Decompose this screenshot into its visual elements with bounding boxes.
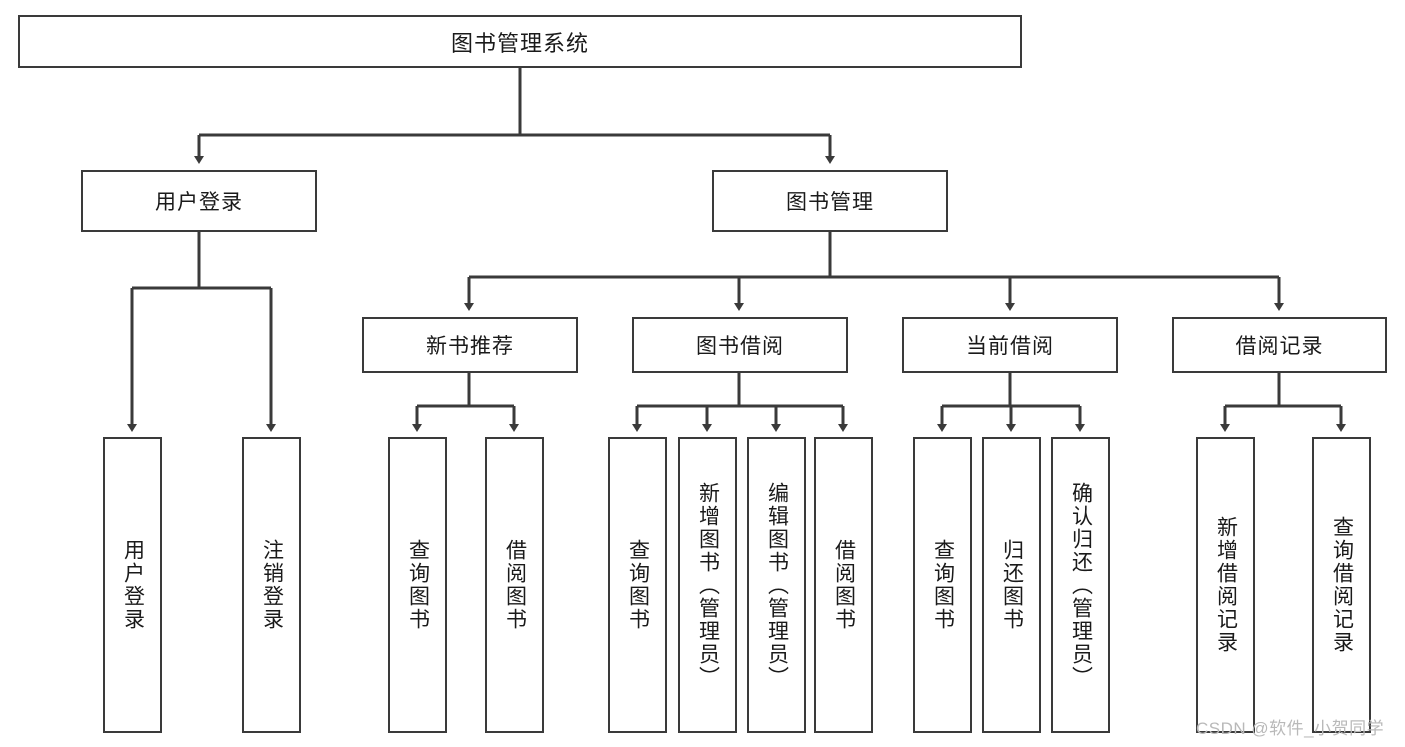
- leaf-current-confirm-return-admin[interactable]: 确认归还（管理员）: [1051, 437, 1110, 733]
- leaf-borrow-edit-book-admin[interactable]: 编辑图书（管理员）: [747, 437, 806, 733]
- csdn-watermark: CSDN @软件_小贺同学: [1196, 719, 1385, 738]
- node-root-system[interactable]: 图书管理系统: [18, 15, 1022, 68]
- node-book-management[interactable]: 图书管理: [712, 170, 948, 232]
- node-book-borrow[interactable]: 图书借阅: [632, 317, 848, 373]
- leaf-record-add-record[interactable]: 新增借阅记录: [1196, 437, 1255, 733]
- leaf-record-query-record[interactable]: 查询借阅记录: [1312, 437, 1371, 733]
- leaf-current-query-book[interactable]: 查询图书: [913, 437, 972, 733]
- leaf-borrow-query-book[interactable]: 查询图书: [608, 437, 667, 733]
- leaf-borrow-add-book-admin[interactable]: 新增图书（管理员）: [678, 437, 737, 733]
- node-current-borrow[interactable]: 当前借阅: [902, 317, 1118, 373]
- node-user-login[interactable]: 用户登录: [81, 170, 317, 232]
- leaf-current-return-book[interactable]: 归还图书: [982, 437, 1041, 733]
- node-borrow-record[interactable]: 借阅记录: [1172, 317, 1387, 373]
- node-new-book-recommend[interactable]: 新书推荐: [362, 317, 578, 373]
- leaf-borrow-borrow-book[interactable]: 借阅图书: [814, 437, 873, 733]
- leaf-user-login-signin[interactable]: 用户登录: [103, 437, 162, 733]
- leaf-user-login-signout[interactable]: 注销登录: [242, 437, 301, 733]
- leaf-recommend-query-book[interactable]: 查询图书: [388, 437, 447, 733]
- leaf-recommend-borrow-book[interactable]: 借阅图书: [485, 437, 544, 733]
